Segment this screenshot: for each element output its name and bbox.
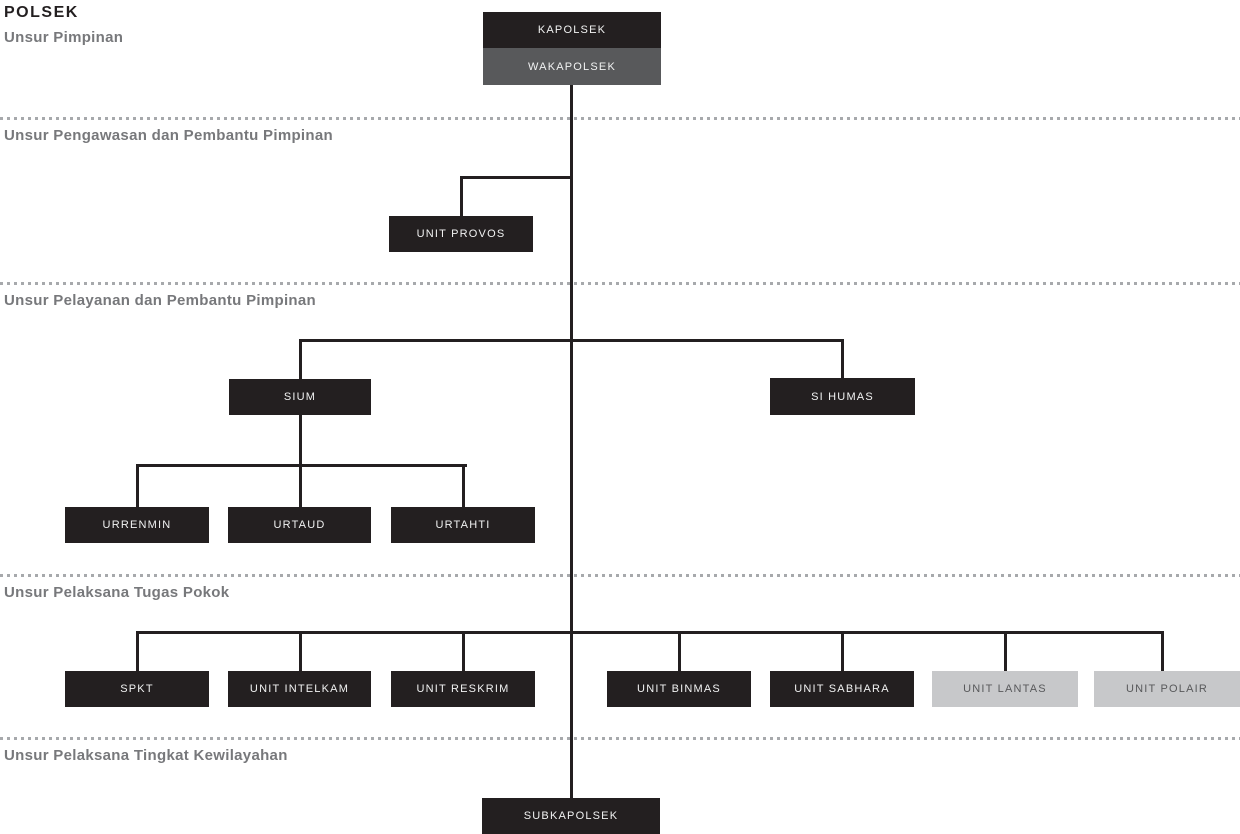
- node-unit-intelkam: UNIT INTELKAM: [228, 671, 371, 707]
- node-unit-sabhara: UNIT SABHARA: [770, 671, 914, 707]
- node-sium: SIUM: [229, 379, 371, 415]
- node-urtahti: URTAHTI: [391, 507, 535, 543]
- node-urrenmin: URRENMIN: [65, 507, 209, 543]
- connector-urtahti-stub: [462, 464, 465, 507]
- section-divider-3: [0, 574, 1240, 577]
- section-divider-1: [0, 117, 1240, 120]
- connector-polair-stub: [1161, 631, 1164, 671]
- connector-urrenmin-stub: [136, 464, 139, 507]
- section-label-pelaksana-pokok: Unsur Pelaksana Tugas Pokok: [4, 584, 230, 601]
- node-kapolsek: KAPOLSEK: [483, 12, 661, 48]
- node-subkapolsek: SUBKAPOLSEK: [482, 798, 660, 834]
- connector-spkt-stub: [136, 631, 139, 671]
- section-label-pimpinan: Unsur Pimpinan: [4, 29, 124, 46]
- page-title: POLSEK: [4, 4, 79, 21]
- node-urtaud: URTAUD: [228, 507, 371, 543]
- connector-intelkam-stub: [299, 631, 302, 671]
- connector-units-horizontal: [136, 631, 1164, 634]
- connector-pelayanan-horizontal: [299, 339, 844, 342]
- section-label-pelayanan: Unsur Pelayanan dan Pembantu Pimpinan: [4, 292, 317, 309]
- connector-binmas-stub: [678, 631, 681, 671]
- connector-provos-stub: [460, 176, 463, 216]
- connector-main-vertical: [570, 85, 573, 798]
- connector-provos-horizontal: [460, 176, 573, 179]
- node-unit-reskrim: UNIT RESKRIM: [391, 671, 535, 707]
- connector-reskrim-stub: [462, 631, 465, 671]
- node-unit-polair: UNIT POLAIR: [1094, 671, 1240, 707]
- connector-urtaud-stub: [299, 464, 302, 507]
- connector-sium-stub: [299, 339, 302, 379]
- node-unit-lantas: UNIT LANTAS: [932, 671, 1078, 707]
- section-label-pengawasan: Unsur Pengawasan dan Pembantu Pimpinan: [4, 127, 333, 144]
- connector-sabhara-stub: [841, 631, 844, 671]
- section-divider-4: [0, 737, 1240, 740]
- connector-lantas-stub: [1004, 631, 1007, 671]
- node-unit-binmas: UNIT BINMAS: [607, 671, 751, 707]
- node-unit-provos: UNIT PROVOS: [389, 216, 533, 252]
- section-label-kewilayahan: Unsur Pelaksana Tingkat Kewilayahan: [4, 747, 288, 764]
- node-spkt: SPKT: [65, 671, 209, 707]
- connector-sium-children-vertical: [299, 415, 302, 466]
- node-wakapolsek: WAKAPOLSEK: [483, 48, 661, 85]
- node-si-humas: SI HUMAS: [770, 378, 915, 415]
- connector-sihumas-stub: [841, 339, 844, 378]
- section-divider-2: [0, 282, 1240, 285]
